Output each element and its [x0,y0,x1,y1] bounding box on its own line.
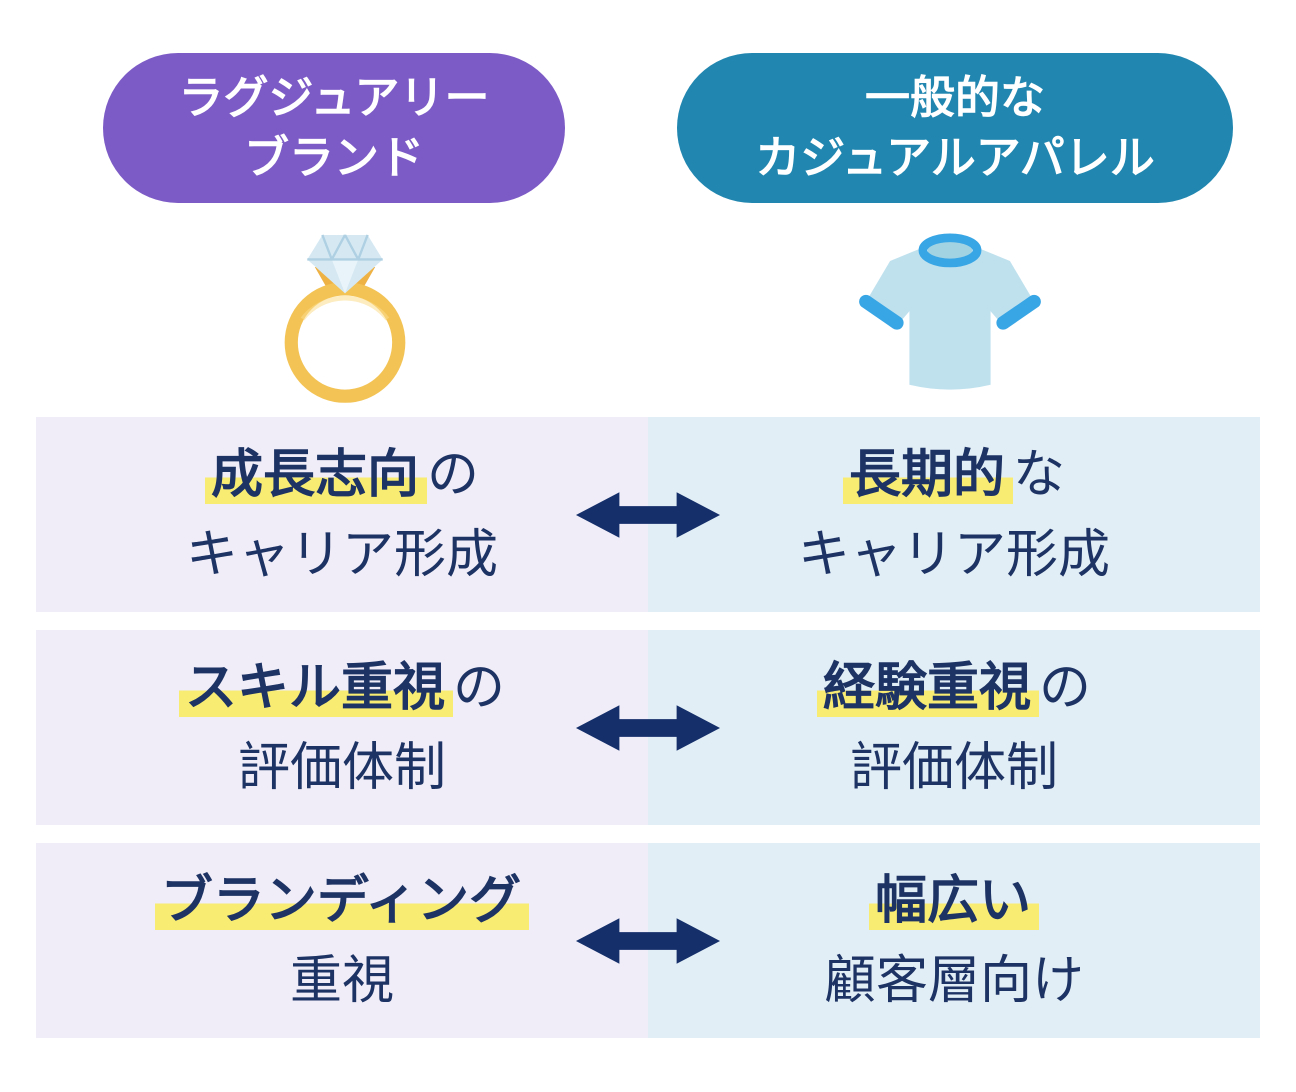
keyword-suffix: な [1013,445,1066,504]
cell-line1: 経験重視の [816,648,1092,728]
double-headed-arrow-icon [574,702,722,754]
comparison-row-branding: ブランディング 重視 幅広い 顧客層向け [36,843,1260,1038]
header-line: カジュアルアパレル [755,132,1155,183]
header-line: ブランド [243,132,424,183]
double-headed-arrow-icon [574,489,722,541]
tshirt-icon [853,232,1047,406]
cell-line1: 成長志向の [204,435,480,515]
comparison-row-career: 成長志向の キャリア形成 長期的な キャリア形成 [36,417,1260,612]
keyword-highlight: スキル重視 [178,658,453,717]
cell-line2: 評価体制 [849,738,1058,797]
cell-line2: キャリア形成 [185,525,498,584]
keyword-highlight: 経験重視 [816,658,1039,717]
cell-line1: 幅広い [868,861,1039,941]
left-cell: ブランディング 重視 [36,843,648,1038]
cell-line1: 長期的な [842,435,1066,515]
keyword-highlight: 成長志向 [204,445,427,504]
right-cell: 経験重視の 評価体制 [648,630,1260,825]
keyword-highlight: 幅広い [868,871,1039,930]
cell-line2: キャリア形成 [797,525,1110,584]
header-pill-luxury-brand: ラグジュアリー ブランド [103,53,565,203]
comparison-row-evaluation: スキル重視の 評価体制 経験重視の 評価体制 [36,630,1260,825]
header-line: ラグジュアリー [178,72,490,123]
double-headed-arrow-icon [574,915,722,967]
keyword-highlight: ブランディング [154,871,530,930]
right-cell: 幅広い 顧客層向け [648,843,1260,1038]
cell-line2: 評価体制 [237,738,446,797]
left-cell: 成長志向の キャリア形成 [36,417,648,612]
header-pill-casual-apparel: 一般的な カジュアルアパレル [677,53,1233,203]
diamond-ring-icon [279,228,411,406]
left-cell: スキル重視の 評価体制 [36,630,648,825]
keyword-highlight: 長期的 [842,445,1013,504]
right-cell: 長期的な キャリア形成 [648,417,1260,612]
cell-line2: 顧客層向け [823,951,1084,1010]
cell-line1: スキル重視の [178,648,506,728]
header-line: 一般的な [864,72,1045,123]
keyword-suffix: の [453,658,506,717]
keyword-suffix: の [427,445,480,504]
cell-line1: ブランディング [154,861,530,941]
cell-line2: 重視 [289,951,394,1010]
keyword-suffix: の [1039,658,1092,717]
